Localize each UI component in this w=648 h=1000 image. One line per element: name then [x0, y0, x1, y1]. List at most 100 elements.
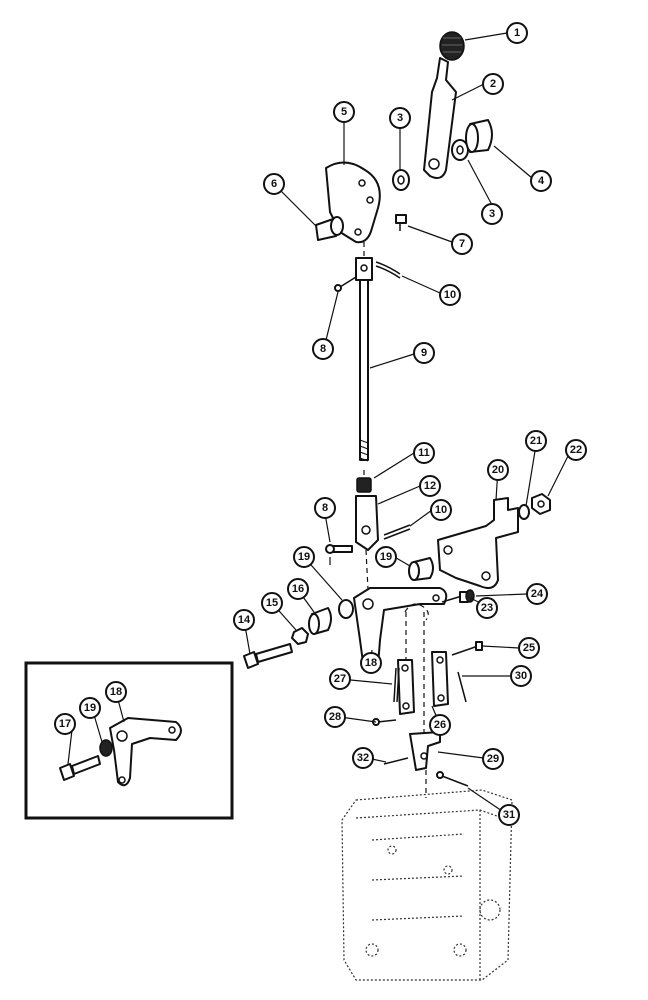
shift-rod-part	[355, 257, 373, 462]
bushing-part-19-right	[408, 557, 434, 581]
svg-text:9: 9	[421, 347, 427, 359]
cotter-pin-part-27	[393, 667, 400, 703]
svg-text:29: 29	[487, 753, 499, 765]
inset-detail-box	[24, 661, 234, 820]
assembly-centerlines	[363, 242, 429, 798]
callout-10-upper: 10	[439, 284, 461, 306]
callout-7: 7	[451, 233, 473, 255]
callout-32: 32	[352, 747, 374, 769]
svg-text:24: 24	[531, 588, 544, 600]
pin-part-28	[372, 718, 397, 726]
inset-bolt-part	[59, 755, 101, 781]
bushing-part-19-left	[338, 599, 354, 619]
svg-text:22: 22	[570, 444, 582, 456]
callout-18-inset: 18	[105, 681, 127, 703]
inset-bushing-part	[99, 739, 113, 757]
cotter-pin-part-lower	[383, 524, 411, 540]
svg-text:27: 27	[334, 673, 346, 685]
callout-12: 12	[419, 475, 441, 497]
svg-text:15: 15	[266, 597, 278, 609]
svg-text:16: 16	[292, 583, 304, 595]
callout-10-lower: 10	[430, 499, 452, 521]
svg-text:7: 7	[459, 238, 465, 250]
callout-9: 9	[413, 342, 435, 364]
callout-28: 28	[324, 706, 346, 728]
callout-3-lower: 3	[481, 203, 503, 225]
callout-30: 30	[510, 665, 532, 687]
callout-8-lower: 8	[314, 497, 336, 519]
clevis-pin-part-lower	[325, 544, 353, 554]
svg-text:28: 28	[329, 711, 341, 723]
svg-text:3: 3	[397, 112, 403, 124]
svg-text:17: 17	[59, 718, 71, 730]
callout-25: 25	[518, 637, 540, 659]
bolt-part-31	[436, 771, 469, 787]
bolt-part-25	[451, 641, 483, 656]
callout-11: 11	[413, 442, 435, 464]
svg-text:8: 8	[322, 502, 328, 514]
transmission-housing	[341, 789, 513, 981]
callout-16: 16	[287, 578, 309, 600]
svg-text:10: 10	[444, 289, 456, 301]
callout-26: 26	[429, 714, 451, 736]
callout-29: 29	[482, 748, 504, 770]
callout-18: 18	[360, 652, 382, 674]
svg-text:26: 26	[434, 719, 446, 731]
svg-text:6: 6	[271, 178, 277, 190]
callout-17-inset: 17	[54, 713, 76, 735]
svg-text:1: 1	[514, 27, 520, 39]
washer-part-24	[465, 589, 475, 603]
lock-washer-part	[518, 504, 530, 520]
svg-text:30: 30	[515, 670, 527, 682]
spacer-part-16	[308, 607, 332, 635]
bolt-part-14	[243, 643, 293, 669]
svg-text:20: 20	[492, 464, 504, 476]
svg-text:14: 14	[238, 614, 251, 626]
svg-text:32: 32	[357, 752, 369, 764]
svg-text:19: 19	[298, 551, 310, 563]
callout-4: 4	[530, 170, 552, 192]
svg-text:19: 19	[380, 551, 392, 563]
callout-23: 23	[476, 597, 498, 619]
clevis-pin-part-upper	[334, 276, 357, 292]
nut-part-15	[291, 627, 309, 645]
callout-3-upper: 3	[389, 107, 411, 129]
callout-19-right: 19	[375, 546, 397, 568]
callout-1: 1	[506, 22, 528, 44]
callout-14: 14	[233, 609, 255, 631]
callout-24: 24	[526, 583, 548, 605]
hex-nut-part-22	[531, 493, 551, 515]
callout-5: 5	[333, 101, 355, 123]
svg-text:8: 8	[320, 343, 326, 355]
callout-2: 2	[482, 73, 504, 95]
roll-pin-part-32	[383, 757, 409, 765]
jam-nut-part	[356, 477, 372, 493]
washer-part-upper	[392, 169, 410, 191]
svg-text:25: 25	[523, 642, 535, 654]
bushing-part-6	[315, 216, 344, 241]
callout-20: 20	[487, 459, 509, 481]
callout-19-left: 19	[293, 546, 315, 568]
svg-text:19: 19	[84, 702, 96, 714]
callout-6: 6	[263, 173, 285, 195]
pin-part-7	[395, 214, 407, 231]
svg-text:4: 4	[538, 175, 545, 187]
cotter-pin-part-30	[457, 671, 467, 703]
washer-part-lower	[451, 139, 469, 161]
svg-text:31: 31	[503, 809, 515, 821]
callout-31: 31	[498, 804, 520, 826]
callout-8-upper: 8	[312, 338, 334, 360]
shift-lever-part	[423, 57, 457, 179]
svg-text:10: 10	[435, 504, 447, 516]
callout-27: 27	[329, 668, 351, 690]
svg-text:18: 18	[110, 686, 122, 698]
callout-21: 21	[525, 430, 547, 452]
svg-text:18: 18	[365, 657, 377, 669]
svg-text:3: 3	[489, 208, 495, 220]
clevis-part	[355, 495, 379, 551]
svg-text:12: 12	[424, 480, 436, 492]
svg-text:11: 11	[418, 447, 430, 459]
bracket-part	[437, 497, 519, 589]
inset-bellcrank-part	[109, 717, 182, 787]
